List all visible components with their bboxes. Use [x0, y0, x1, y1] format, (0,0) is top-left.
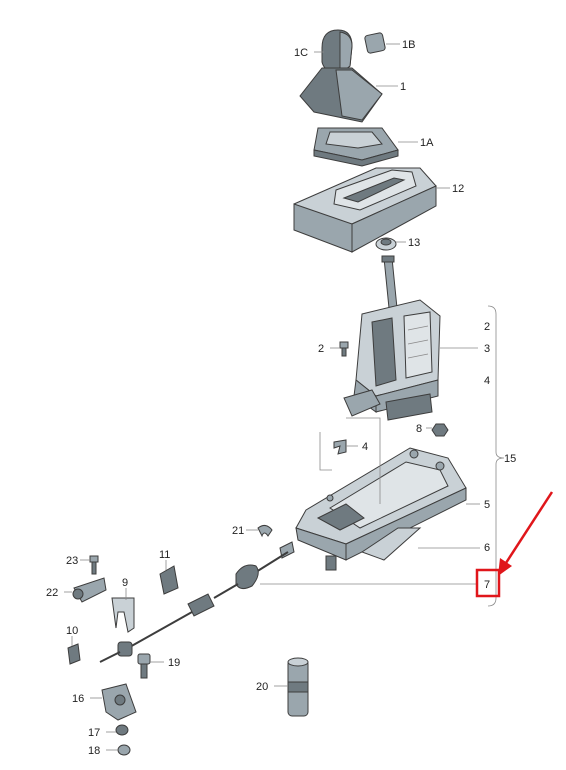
label-1C: 1C [294, 47, 308, 59]
part-1-boot[interactable] [299, 67, 383, 123]
highlight-box [475, 568, 501, 598]
part-9-bracket[interactable] [111, 597, 135, 633]
part-12-console-housing[interactable] [293, 167, 437, 253]
label-18: 18 [88, 745, 100, 757]
part-10-clip[interactable] [67, 643, 81, 665]
part-4-spring-clip[interactable] [333, 439, 347, 455]
label-3: 3 [484, 343, 490, 355]
part-7-selector-cable[interactable] [99, 541, 295, 663]
highlight-arrow-head [498, 558, 512, 576]
label-12: 12 [452, 183, 464, 195]
label-4-left: 4 [362, 441, 368, 453]
part-6-insulation-pad[interactable] [360, 527, 422, 561]
part-22-lever[interactable] [72, 577, 107, 603]
part-19-bolt[interactable] [137, 653, 151, 679]
part-labels: 1C 1B 1 1A 12 13 2 2 3 4 4 8 15 5 6 21 1… [46, 39, 516, 757]
highlight-part-7[interactable]: 7 [475, 491, 554, 598]
part-8-nut[interactable] [431, 423, 449, 437]
label-6: 6 [484, 542, 490, 554]
label-10: 10 [66, 625, 78, 637]
part-1C-shift-knob[interactable] [321, 29, 353, 73]
part-11-cable-bracket[interactable] [159, 565, 179, 595]
label-16: 16 [72, 693, 84, 705]
label-11: 11 [159, 549, 170, 561]
part-2-screw[interactable] [339, 341, 349, 357]
part-18-nut[interactable] [117, 744, 131, 756]
part-20-cylinder[interactable] [287, 657, 309, 717]
label-13: 13 [408, 237, 420, 249]
label-2-right: 2 [484, 321, 490, 333]
label-7: 7 [484, 579, 490, 591]
part-21-retaining-clip[interactable] [257, 524, 273, 538]
label-1B: 1B [402, 39, 415, 51]
part-3-selector-mechanism[interactable] [343, 255, 441, 421]
part-1B-emblem[interactable] [364, 32, 386, 54]
label-5: 5 [484, 499, 490, 511]
label-9: 9 [122, 577, 128, 589]
label-1A: 1A [420, 137, 434, 149]
label-2-left: 2 [318, 343, 324, 355]
label-17: 17 [88, 727, 100, 739]
highlight-arrow-shaft [502, 491, 554, 567]
part-17-grommet[interactable] [115, 724, 129, 736]
label-20: 20 [256, 681, 268, 693]
label-15: 15 [504, 453, 516, 465]
part-23-bolt[interactable] [89, 555, 99, 575]
label-23: 23 [66, 555, 78, 567]
label-22: 22 [46, 587, 58, 599]
label-4-right: 4 [484, 375, 490, 387]
part-16-bearing-bracket[interactable] [101, 683, 137, 721]
leader-lines [64, 43, 505, 751]
part-5-base-tray[interactable] [295, 447, 467, 571]
part-1A-trim-frame[interactable] [313, 127, 399, 167]
part-13-clip-ring[interactable] [375, 237, 397, 251]
label-1: 1 [400, 81, 406, 93]
label-19: 19 [168, 657, 180, 669]
label-8: 8 [416, 423, 422, 435]
label-21: 21 [232, 525, 244, 537]
